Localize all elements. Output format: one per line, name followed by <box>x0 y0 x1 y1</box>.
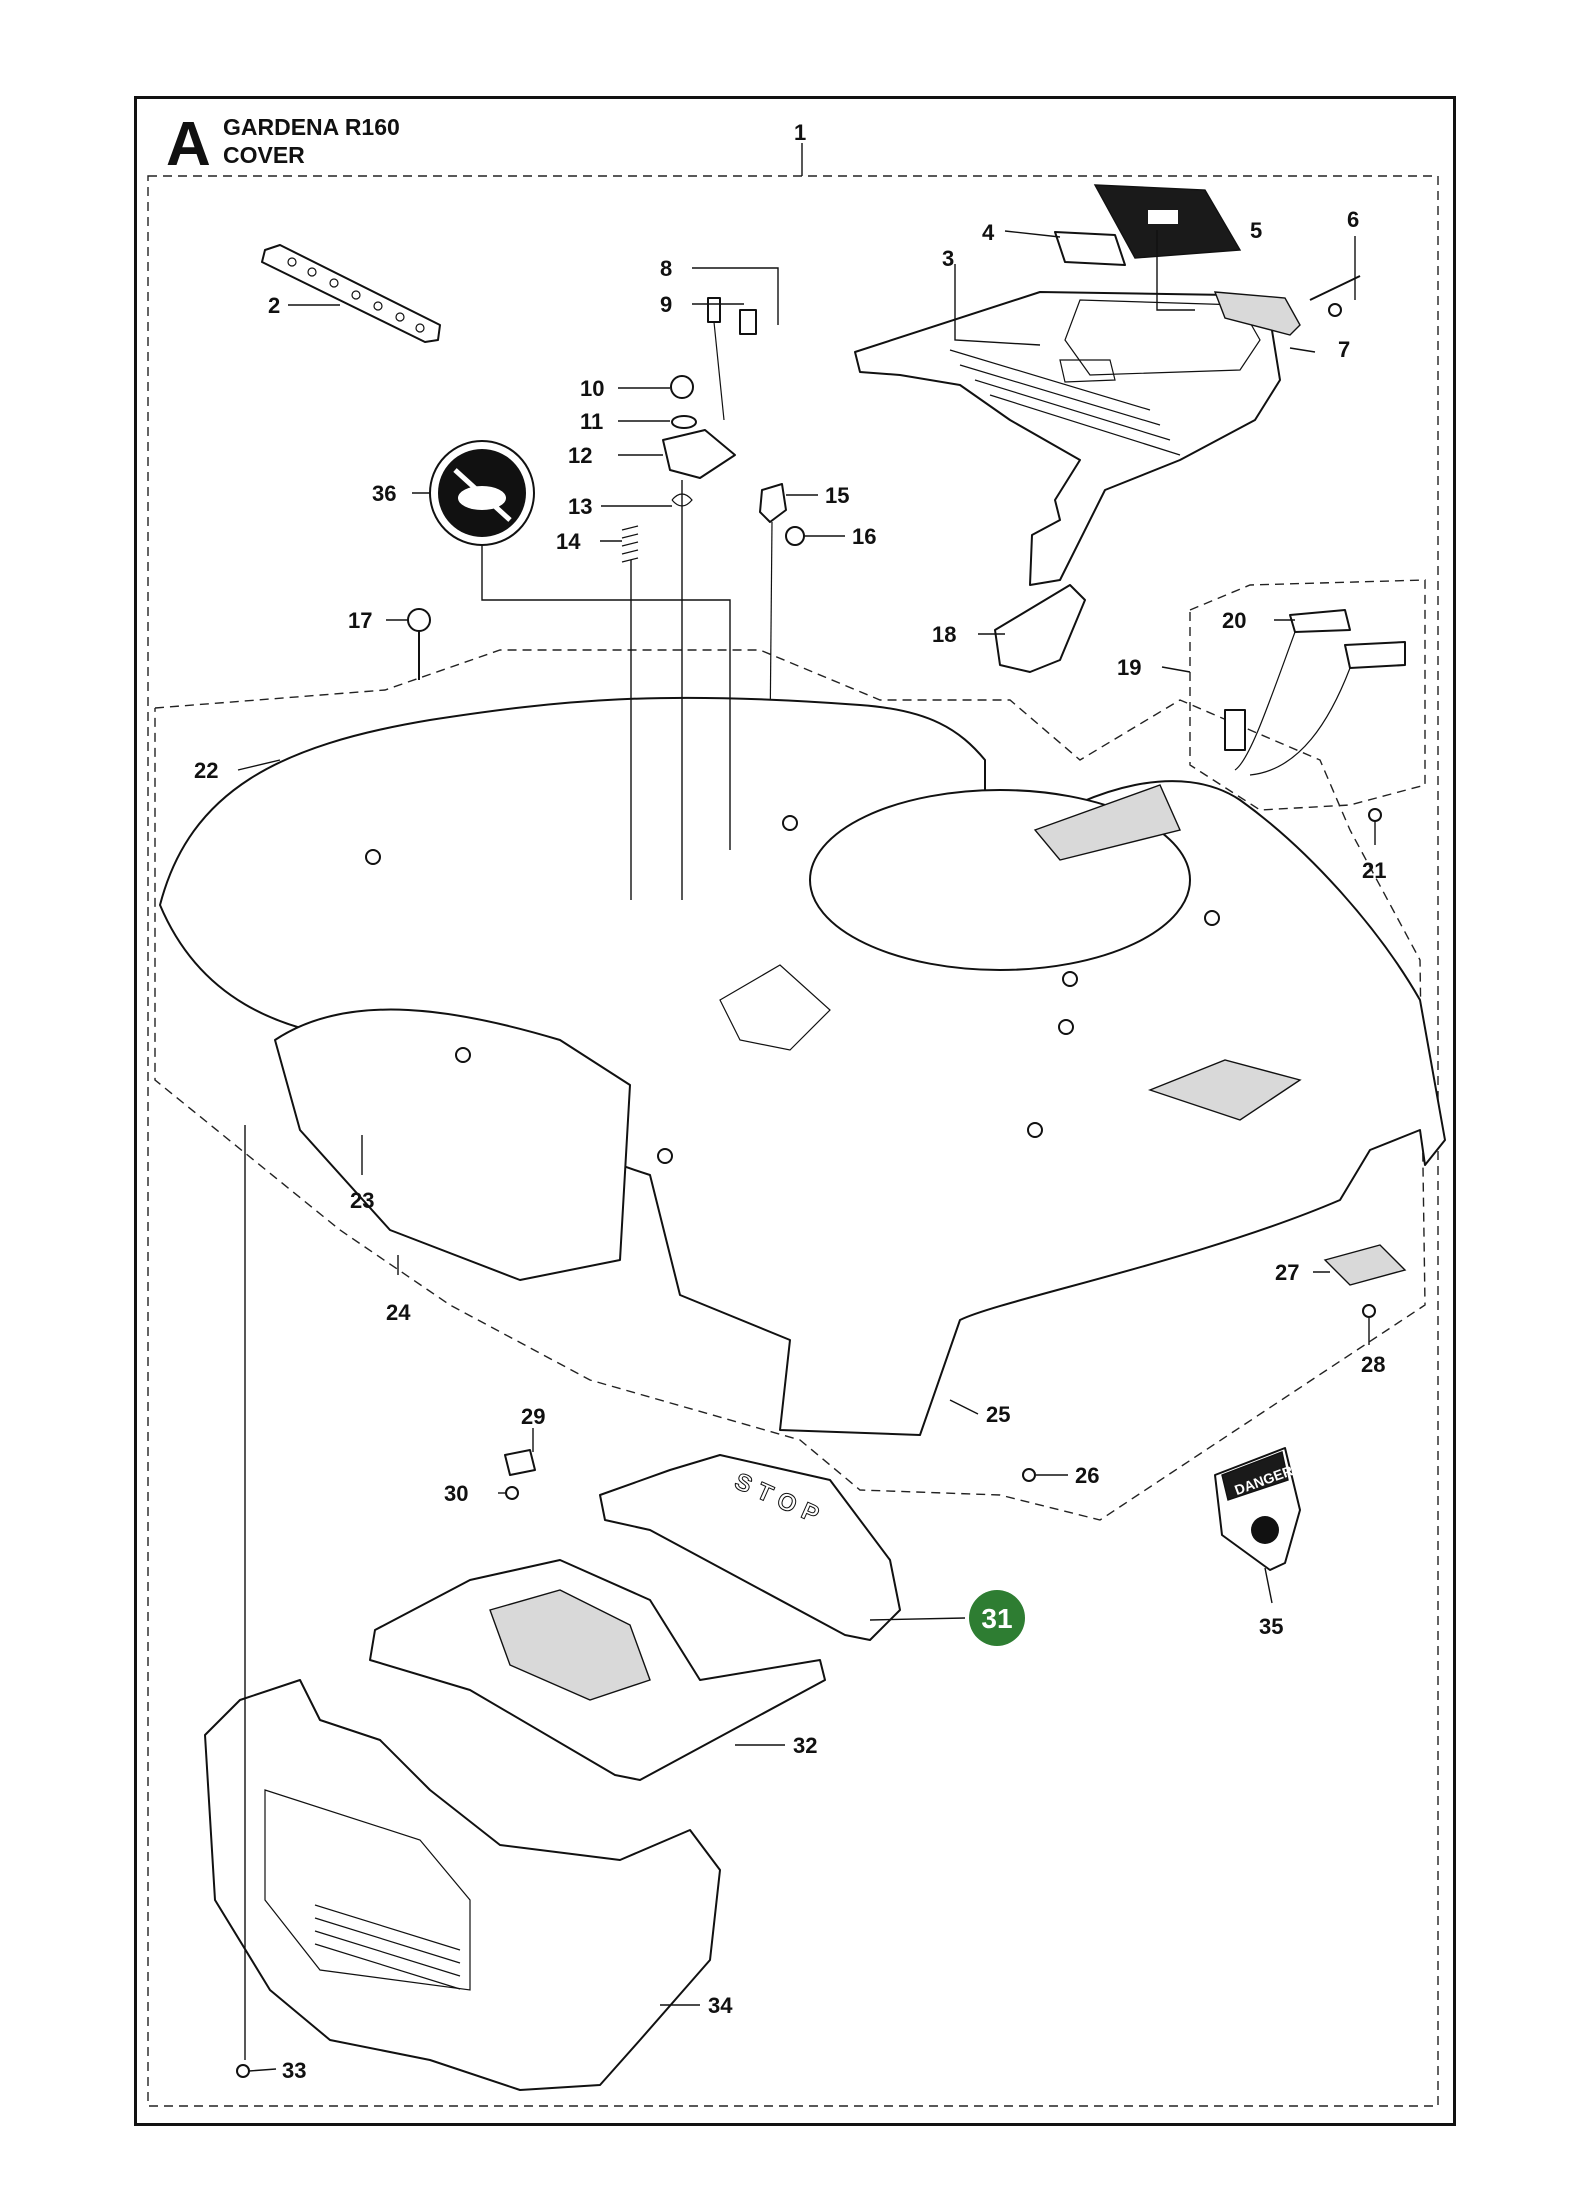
callout-34: 34 <box>708 1993 733 2018</box>
danger-decal-pictogram <box>1251 1516 1279 1544</box>
warning-decal-slash <box>453 468 512 522</box>
callout-14: 14 <box>556 529 581 554</box>
sensor-bracket-b <box>1344 641 1406 669</box>
sensor-wire <box>1234 631 1351 776</box>
screw-16 <box>785 526 805 546</box>
lid-ribs <box>949 349 1181 456</box>
callout-13: 13 <box>568 494 592 519</box>
callout-32: 32 <box>793 1733 817 1758</box>
cable-clip <box>739 309 757 335</box>
connector-15 <box>759 483 787 523</box>
sensor-kit-boundary <box>1189 579 1426 811</box>
callout-22: 22 <box>194 758 218 783</box>
callout-1: 1 <box>794 120 806 145</box>
body-mount-socket <box>719 964 831 1051</box>
callout-9: 9 <box>660 292 672 317</box>
callout-2: 2 <box>268 293 280 318</box>
section-letter: A <box>166 110 211 179</box>
display-label-window <box>1148 210 1178 224</box>
callout-33: 33 <box>282 2058 306 2083</box>
latch-18 <box>994 584 1086 673</box>
callout-5: 5 <box>1250 218 1262 243</box>
spring-14 <box>621 525 639 563</box>
callout-19: 19 <box>1117 655 1141 680</box>
callout-10: 10 <box>580 376 604 401</box>
lid-slot <box>1059 359 1116 383</box>
diagram-frame <box>134 96 1456 2126</box>
callout-36: 36 <box>372 481 396 506</box>
callout-6: 6 <box>1347 207 1359 232</box>
warning-decal-symbol <box>458 486 506 510</box>
model-title: GARDENA R160 <box>223 114 400 140</box>
model-badge <box>1054 231 1126 266</box>
callout-numbers: 1 2 3 4 5 6 7 8 9 10 11 12 13 14 15 16 1… <box>194 120 1386 2083</box>
cable-tie-strap <box>713 321 725 421</box>
callout-3: 3 <box>942 246 954 271</box>
screw-10 <box>670 375 694 399</box>
bracket-12 <box>662 429 736 479</box>
main-cover-boundary <box>154 649 1426 1521</box>
callout-11: 11 <box>580 409 603 434</box>
callout-26: 26 <box>1075 1463 1099 1488</box>
callout-8: 8 <box>660 256 672 281</box>
highlighted-callout-badge <box>969 1590 1025 1646</box>
clip-13 <box>671 493 693 507</box>
callout-17: 17 <box>348 608 372 633</box>
body-rear-pad <box>1033 784 1181 861</box>
washer-11 <box>671 415 697 429</box>
screw-28 <box>1362 1304 1376 1318</box>
callout-12: 12 <box>568 443 592 468</box>
callout-35: 35 <box>1259 1614 1283 1639</box>
body-screw-bosses <box>365 815 1220 1164</box>
highlighted-callout-31: 31 <box>981 1603 1012 1634</box>
callout-18: 18 <box>932 622 956 647</box>
sensor-bracket-a <box>1289 609 1351 633</box>
front-cover-vent <box>264 1789 471 1991</box>
front-cover-34 <box>204 1679 721 2091</box>
callout-4: 4 <box>982 220 995 245</box>
top-lid <box>854 291 1281 586</box>
body-front-grill <box>1147 1059 1302 1121</box>
cable-tie-head <box>707 297 721 323</box>
screw-17-head <box>407 608 431 632</box>
screw-26 <box>1022 1468 1036 1482</box>
callout-20: 20 <box>1222 608 1246 633</box>
leader-lines <box>237 230 1376 2072</box>
hinge-pin <box>1309 275 1361 301</box>
callout-16: 16 <box>852 524 876 549</box>
danger-decal-header <box>1221 1451 1289 1501</box>
screw-21 <box>1368 808 1382 822</box>
hinge-washer <box>1328 303 1342 317</box>
front-cover-vent-slats <box>314 1904 461 1990</box>
side-panel-23 <box>274 1008 631 1281</box>
tray-display-window <box>489 1589 651 1701</box>
screw-33 <box>236 2064 250 2078</box>
callout-15: 15 <box>825 483 849 508</box>
callout-29: 29 <box>521 1404 545 1429</box>
callout-27: 27 <box>1275 1260 1299 1285</box>
sensor-body <box>1224 709 1246 751</box>
callout-28: 28 <box>1361 1352 1385 1377</box>
callout-7: 7 <box>1338 337 1350 362</box>
decal-strip-icons <box>287 257 425 333</box>
clip-29 <box>504 1449 536 1476</box>
latch-plate-27 <box>1323 1244 1407 1286</box>
screw-30 <box>505 1486 519 1500</box>
callout-21: 21 <box>1362 858 1386 883</box>
callout-23: 23 <box>350 1188 374 1213</box>
callout-24: 24 <box>386 1300 411 1325</box>
stop-button-assembly <box>599 1454 901 1641</box>
callout-30: 30 <box>444 1481 468 1506</box>
assembly-title: COVER <box>223 142 305 168</box>
lid-handle <box>1213 291 1301 336</box>
callout-25: 25 <box>986 1402 1010 1427</box>
